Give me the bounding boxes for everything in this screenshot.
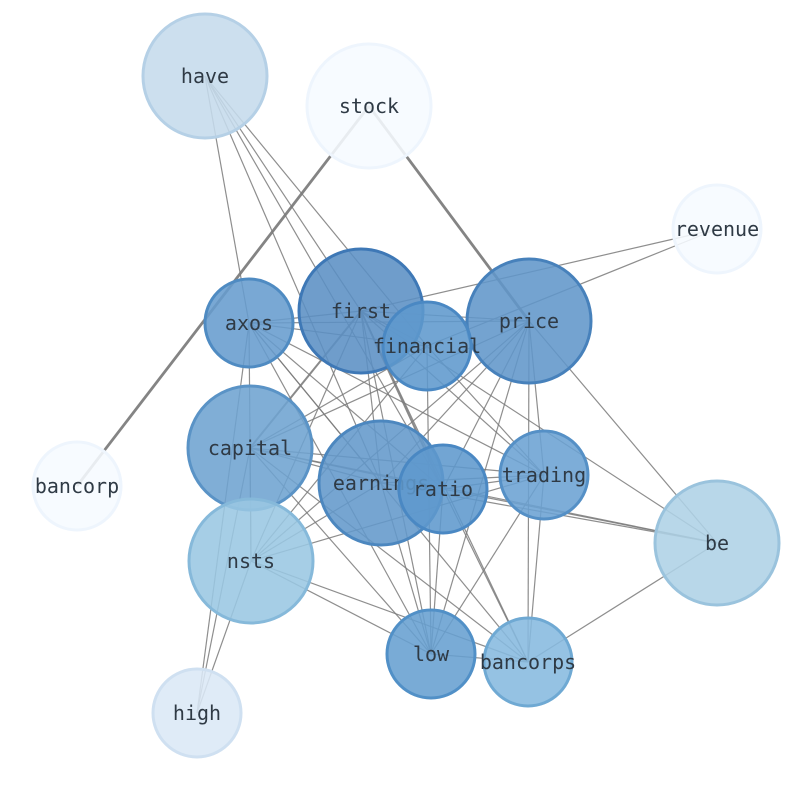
node-label-nsts: nsts [227, 549, 275, 573]
node-revenue: revenue [671, 183, 763, 275]
node-nsts: nsts [187, 497, 315, 625]
node-financial: financial [373, 300, 481, 392]
node-label-high: high [173, 701, 221, 725]
node-label-ratio: ratio [413, 477, 473, 501]
node-label-axos: axos [225, 311, 273, 335]
node-circle-revenue [671, 183, 763, 275]
node-ratio: ratio [397, 443, 489, 535]
node-circle-financial [381, 300, 473, 392]
node-circle-stock [305, 42, 433, 170]
node-trading: trading [498, 429, 590, 521]
node-label-first: first [331, 299, 391, 323]
node-circle-trading [498, 429, 590, 521]
node-circle-ratio [397, 443, 489, 535]
node-label-financial: financial [373, 334, 481, 358]
node-capital: capital [186, 384, 314, 512]
node-circle-have [141, 12, 269, 140]
node-label-stock: stock [339, 94, 399, 118]
edge-axos-trading [248, 322, 545, 476]
node-label-revenue: revenue [675, 217, 759, 241]
node-high: high [151, 667, 243, 759]
node-circle-bancorps [482, 616, 574, 708]
nodes-layer: have stock revenue first price axos financial c… [31, 12, 781, 759]
node-bancorp: bancorp [31, 440, 123, 532]
node-circle-nsts [187, 497, 315, 625]
node-label-have: have [181, 64, 229, 88]
node-circle-be [653, 479, 781, 607]
node-bancorps: bancorps [480, 616, 576, 708]
node-axos: axos [203, 277, 295, 369]
node-price: price [465, 257, 593, 385]
node-have: have [141, 12, 269, 140]
node-stock: stock [305, 42, 433, 170]
node-label-price: price [499, 309, 559, 333]
edge-have-earnings [204, 75, 382, 484]
node-low: low [385, 608, 477, 700]
node-label-bancorp: bancorp [35, 474, 119, 498]
node-circle-low [385, 608, 477, 700]
node-label-trading: trading [502, 463, 586, 487]
node-circle-bancorp [31, 440, 123, 532]
node-circle-axos [203, 277, 295, 369]
node-label-be: be [705, 531, 729, 555]
edges-layer [75, 75, 718, 714]
node-circle-price [465, 257, 593, 385]
node-label-capital: capital [208, 436, 292, 460]
node-circle-high [151, 667, 243, 759]
node-label-low: low [413, 642, 450, 666]
node-be: be [653, 479, 781, 607]
node-label-bancorps: bancorps [480, 650, 576, 674]
